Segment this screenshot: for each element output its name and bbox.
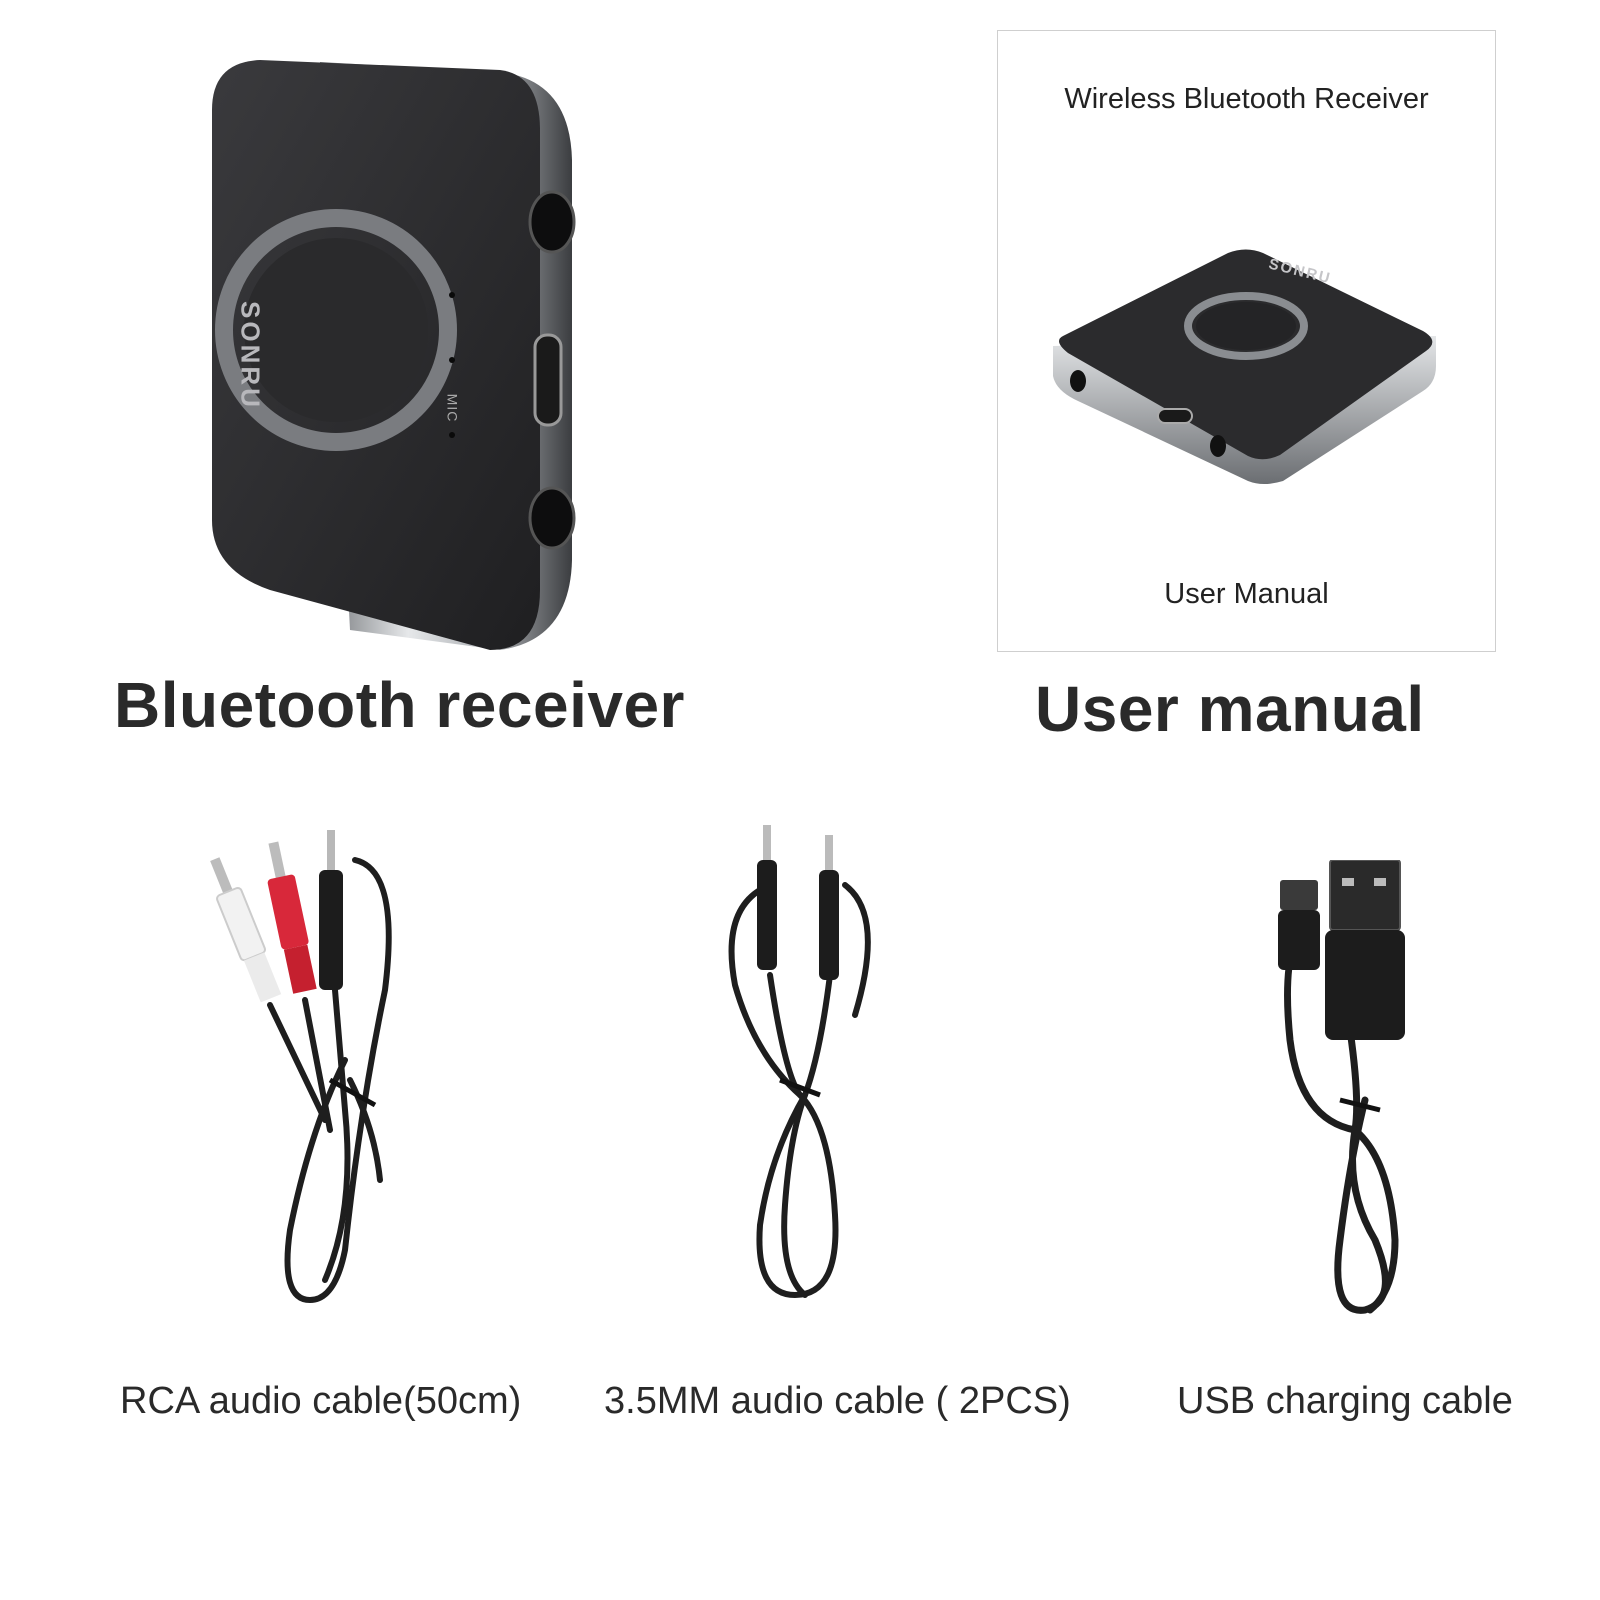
receiver-brand-logo: SONRU — [235, 301, 266, 410]
manual-device-illustration — [1053, 249, 1436, 484]
manual-subtitle: User Manual — [1164, 578, 1329, 610]
bluetooth-receiver-image: SONRU MIC — [200, 50, 600, 660]
receiver-device-illustration — [212, 60, 576, 650]
caption-rca-cable: RCA audio cable(50cm) — [120, 1380, 522, 1422]
usb-cable-image — [1278, 860, 1405, 1314]
caption-bluetooth-receiver: Bluetooth receiver — [114, 669, 685, 741]
caption-user-manual: User manual — [1035, 673, 1425, 745]
caption-usb-cable: USB charging cable — [1177, 1380, 1513, 1422]
mic-port-label: MIC — [444, 393, 461, 423]
aux-cable-image — [728, 825, 871, 1299]
rca-cable-image — [210, 830, 392, 1304]
manual-title: Wireless Bluetooth Receiver — [1064, 83, 1429, 115]
user-manual-cover: Wireless Bluetooth Receiver SONRU User M… — [997, 30, 1496, 652]
caption-aux-cable: 3.5MM audio cable ( 2PCS) — [604, 1380, 1071, 1422]
